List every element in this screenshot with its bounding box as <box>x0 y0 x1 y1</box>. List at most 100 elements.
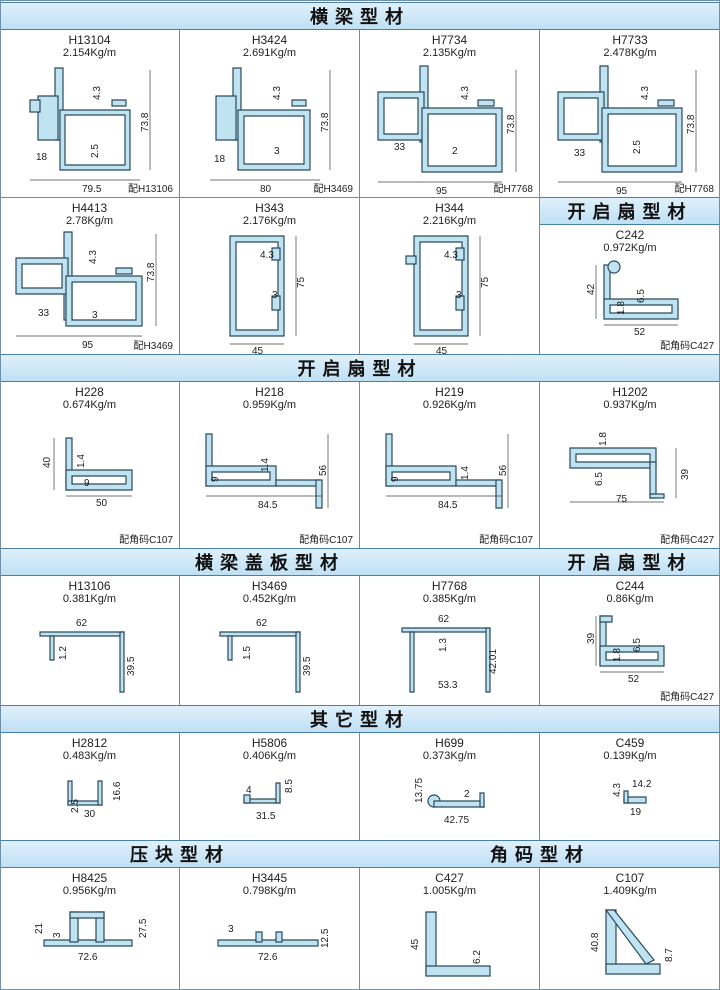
dim-label: 1.8 <box>616 301 627 315</box>
profile-drawing: 40.8 8.7 <box>590 909 675 975</box>
profile-cell-r2c3: H344 2.216Kg/m 4.3 75 3 45 <box>360 198 540 354</box>
dim-label: 75 <box>616 494 628 505</box>
profile-note: 配角码C427 <box>660 692 714 703</box>
profile-drawing: 16.6 2.5 30 <box>67 780 123 820</box>
dim-label: 79.5 <box>82 184 102 195</box>
profile-drawing: 9 1.4 56 84.5 <box>205 433 329 511</box>
profile-code: H8425 <box>71 871 108 885</box>
dim-label: 62 <box>76 618 88 629</box>
profile-drawing: 42 6.5 1.8 52 <box>586 260 679 338</box>
profile-code: H7734 <box>431 33 468 47</box>
dim-label: 73.8 <box>140 112 151 132</box>
dim-label: 50 <box>96 498 108 509</box>
dim-label: 39.5 <box>302 656 313 676</box>
profile-code: C242 <box>615 228 645 242</box>
profile-cell-r1c3: H7734 2.135Kg/m 4.3 73.8 33 2 95 配H7768 <box>360 30 540 197</box>
profile-weight: 0.373Kg/m <box>422 750 477 762</box>
dim-label: 6.5 <box>636 289 647 303</box>
dim-label: 6.5 <box>594 472 605 486</box>
profile-weight: 2.216Kg/m <box>422 215 477 227</box>
profile-drawing: 3 12.5 72.6 <box>217 924 331 963</box>
profile-cell-r2c4: C242 0.972Kg/m 42 6.5 1.8 52 配角码C427 <box>540 225 720 354</box>
profile-weight: 0.381Kg/m <box>62 593 117 605</box>
profile-code: H7768 <box>431 579 468 593</box>
profile-weight: 2.78Kg/m <box>65 215 114 227</box>
dim-label: 72.6 <box>78 952 98 963</box>
dim-label: 2.5 <box>90 144 101 158</box>
profile-cell-r4c3: H7768 0.385Kg/m 62 1.3 42.01 53.3 <box>360 576 540 705</box>
dim-label: 39 <box>586 632 597 644</box>
profile-note: 配H3469 <box>313 184 353 195</box>
profile-cell-r5c4: C459 0.139Kg/m 4.3 14.2 19 <box>540 733 720 840</box>
dim-label: 45 <box>252 346 264 354</box>
dim-label: 9 <box>84 478 90 489</box>
dim-label: 73.8 <box>506 114 517 134</box>
profile-code: H13104 <box>68 33 111 47</box>
profile-weight: 0.972Kg/m <box>603 242 657 254</box>
dim-label: 33 <box>394 142 406 153</box>
profile-drawing: 4.3 75 3 45 <box>405 235 491 354</box>
dim-label: 73.8 <box>320 112 331 132</box>
dim-label: 45 <box>436 346 448 354</box>
dim-label: 95 <box>616 186 628 197</box>
section-header-crossbeam: 横梁型材 <box>0 2 720 30</box>
profile-code: H5806 <box>251 736 288 750</box>
profile-note: 配H7768 <box>674 184 714 195</box>
profile-cell-r4c4: C244 0.86Kg/m 39 6.5 1.8 52 配角码C427 <box>540 576 720 705</box>
profile-drawing: 4.3 73.8 33 3 95 <box>15 231 157 351</box>
profile-cell-r1c1: H13104 2.154Kg/m 4.3 73.8 18 2.5 79.5 配H… <box>0 30 180 197</box>
profile-code: H3469 <box>251 579 288 593</box>
dim-label: 14.2 <box>632 779 652 790</box>
profile-cell-r5c1: H2812 0.483Kg/m 16.6 2.5 30 <box>0 733 180 840</box>
profile-drawing: 4.3 73.8 33 2 95 <box>377 65 517 197</box>
profile-note: 配H13106 <box>127 184 173 195</box>
dim-label: 4.3 <box>92 86 103 100</box>
dim-label: 1.5 <box>242 646 253 660</box>
profile-drawing: 4.3 73.8 18 2.5 79.5 <box>29 67 151 195</box>
dim-label: 84.5 <box>258 500 278 511</box>
dim-label: 39 <box>680 468 691 480</box>
dim-label: 4.3 <box>88 250 99 264</box>
dim-label: 84.5 <box>438 500 458 511</box>
dim-label: 56 <box>318 464 329 476</box>
profile-drawing: 4.3 14.2 19 <box>612 779 652 818</box>
profile-code: H13106 <box>68 579 111 593</box>
dim-label: 31.5 <box>256 811 276 822</box>
dim-label: 40 <box>42 456 53 468</box>
profile-drawing: 21 3 27.5 72.6 <box>34 911 149 963</box>
dim-label: 2 <box>452 146 458 157</box>
profile-drawing: 62 1.2 39.5 <box>39 618 137 693</box>
profile-code: H228 <box>75 385 104 399</box>
dim-label: 8.5 <box>284 779 295 793</box>
profile-weight: 2.691Kg/m <box>242 47 297 59</box>
profile-weight: 0.926Kg/m <box>422 399 477 411</box>
dim-label: 3 <box>52 932 63 938</box>
profile-weight: 2.176Kg/m <box>242 215 297 227</box>
dim-label: 62 <box>256 618 268 629</box>
profile-cell-r3c3: H219 0.926Kg/m 9 1.4 56 84.5 配角码C107 <box>360 382 540 548</box>
profile-weight: 0.86Kg/m <box>606 593 654 605</box>
section-header-sash-right: 开启扇型材 <box>540 548 720 576</box>
profile-note: 配H3469 <box>133 341 173 352</box>
profile-code: H699 <box>435 736 464 750</box>
dim-label: 33 <box>574 148 586 159</box>
dim-label: 30 <box>84 809 96 820</box>
dim-label: 2 <box>464 789 470 800</box>
section-header-corner-code: 角码型材 <box>360 840 720 868</box>
profile-note: 配角码C107 <box>299 535 353 546</box>
row-divider <box>0 197 540 198</box>
dim-label: 75 <box>296 276 307 288</box>
dim-label: 52 <box>634 327 646 338</box>
profile-weight: 0.385Kg/m <box>422 593 477 605</box>
dim-label: 18 <box>36 152 48 163</box>
profile-cell-r2c1: H4413 2.78Kg/m 4.3 73.8 33 3 95 配H3469 <box>0 198 180 354</box>
profile-code: H2812 <box>71 736 108 750</box>
profile-weight: 0.798Kg/m <box>242 885 297 897</box>
profile-drawing: 4.3 73.8 33 2.5 95 <box>557 65 697 197</box>
profile-drawing: 39 6.5 1.8 52 <box>586 615 665 685</box>
dim-label: 62 <box>438 614 450 625</box>
dim-label: 39.5 <box>126 656 137 676</box>
profile-drawing: 40 1.4 9 50 <box>42 437 133 509</box>
profile-note: 配角码C427 <box>660 535 714 546</box>
